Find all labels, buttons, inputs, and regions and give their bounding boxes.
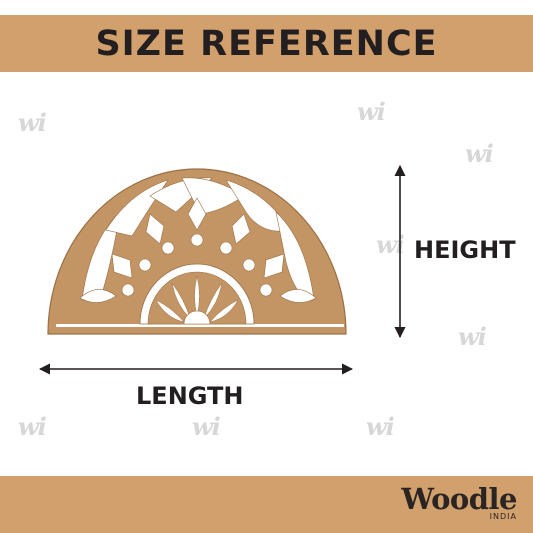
footer-banner: Woodle INDIA bbox=[0, 476, 533, 533]
watermark-logo: wi bbox=[465, 139, 494, 168]
watermark-logo: wi bbox=[18, 412, 47, 441]
page-title: SIZE REFERENCE bbox=[95, 23, 438, 64]
half-mandala-icon bbox=[47, 168, 347, 335]
watermark-logo: wi bbox=[458, 322, 487, 351]
watermark-logo: wi bbox=[18, 108, 47, 137]
brand-name: Woodle bbox=[401, 482, 517, 516]
watermark-logo: wi bbox=[192, 412, 221, 441]
length-label: LENGTH bbox=[136, 382, 244, 410]
watermark-logo: wi bbox=[357, 97, 386, 126]
title-banner: SIZE REFERENCE bbox=[0, 15, 533, 72]
height-label: HEIGHT bbox=[414, 236, 516, 264]
brand-logo: Woodle INDIA bbox=[401, 484, 517, 521]
brand-subtitle: INDIA bbox=[489, 512, 517, 521]
watermark-logo: wi bbox=[366, 412, 395, 441]
